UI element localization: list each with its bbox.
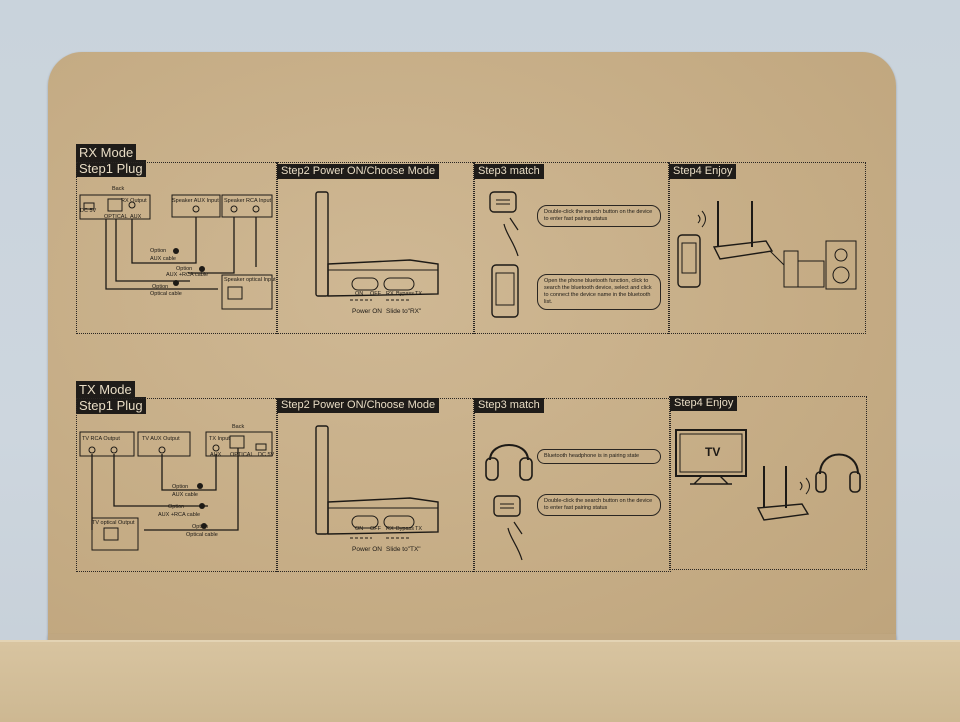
tx-mode-label: TX Mode [76,381,135,398]
rx-aux-text: AUX [130,214,142,220]
tx-optical-cable-text: Optical cable [186,532,218,538]
card-fold [48,634,896,644]
rx-device-illustration [315,191,439,301]
tx-step3-panel [473,398,671,572]
search-button-hand-icon [489,191,519,257]
tx-option1-text: Option [172,484,189,490]
tx-aux-rca-cable-text: AUX +RCA cable [158,512,201,518]
tx-step2-label: Step2 Power ON/Choose Mode [277,398,440,413]
rx-power-on-text: Power ON [352,308,382,315]
rx-dc5v-text: DC 5V [80,208,97,214]
tx-device-illustration [315,425,439,539]
rx-aux-cable-text: AUX cable [150,256,176,262]
instruction-card [48,52,896,652]
tv-aux-output-text: TV AUX Output [142,436,180,442]
tx-switch-tx-text: TX [415,526,423,532]
rx-step1-label: Step1 Plug [76,160,146,177]
tx-back-text: Back [232,424,245,430]
tx-step1-label: Step1 Plug [76,397,146,414]
speaker-aux-input-text: Speaker AUX Input [172,198,219,204]
rx-switch-on-text: ON [355,291,364,297]
rx-switch-tx-text: TX [415,291,423,297]
tx-slide-to-text: Slide to"TX" [386,546,421,553]
tx-option3-text: Option [192,524,209,530]
tx-switch-rx-text: RX [386,526,394,532]
rx-output-text: RX Output [121,198,147,204]
rx-slide-to-text: Slide to"RX" [386,308,422,315]
speaker-rca-input-text: Speaker RCA Input [224,198,272,204]
tx-step3-bubble-2: Double-click the search button on the de… [537,494,661,516]
rx-switch-off-text: OFF [370,291,381,297]
rx-step2-panel [276,162,475,334]
rx-back-text: Back [112,186,125,192]
tx-option2-text: Option [168,504,185,510]
rx-option1-text: Option [150,248,167,254]
rx-step2-label: Step2 Power ON/Choose Mode [277,164,440,179]
tx-wiring-diagram [79,431,273,551]
tx-dc5v-text: DC 5V [258,452,275,458]
tx-input-text: TX Input [209,436,230,442]
tx-power-on-text: Power ON [352,546,382,553]
tx-optical-text: OPTICAL [230,452,254,458]
rx-step3-label: Step3 match [474,164,544,179]
tv-optical-output-text: TV optical Output [92,520,135,526]
rx-option3-text: Option [152,284,169,290]
tx-switch-on-text: ON [355,526,364,532]
tx-aux-cable-text: AUX cable [172,492,198,498]
rx-switch-bypass-text: Bypass [396,291,415,297]
tx-switch-bypass-text: Bypass [396,526,415,532]
rx-switch-rx-text: RX [386,291,394,297]
rx-step1-panel [76,162,278,334]
rx-wiring-diagram [79,194,273,310]
tx-enjoy-illustration [675,429,861,521]
rx-step4-label: Step4 Enjoy [669,164,737,179]
tx-switch-off-text: OFF [370,526,381,532]
tv-rca-output-text: TV RCA Output [82,436,120,442]
rx-option2-text: Option [176,266,193,272]
tx-aux-text: AUX [210,452,222,458]
tx-step4-label: Step4 Enjoy [670,396,738,411]
rx-optical-text: OPTICAL [104,214,128,220]
headphone-icon [485,444,533,481]
phone-icon [491,264,519,318]
rx-step4-panel [668,162,866,334]
tx-step3-label: Step3 match [474,398,544,413]
tx-step3-bubble-1: Bluetooth headphone is in pairing state [537,449,661,464]
rx-mode-label: RX Mode [76,144,137,161]
rx-step3-bubble-2: Open the phone bluetooth function, click… [537,274,661,310]
box-base [0,640,960,722]
rx-step3-bubble-1: Double-click the search button on the de… [537,205,661,227]
rx-step3-panel [473,162,670,334]
rx-optical-cable-text: Optical cable [150,291,182,297]
speaker-optical-input-text: Speaker optical Input [224,277,276,283]
tx-step1-panel [76,398,278,572]
tx-search-button-hand-icon [493,495,523,561]
tv-label: TV [705,445,721,459]
tx-step4-panel [669,396,867,570]
rx-aux-rca-cable-text: AUX +RCA cable [166,272,209,278]
rx-enjoy-illustration [677,201,857,290]
